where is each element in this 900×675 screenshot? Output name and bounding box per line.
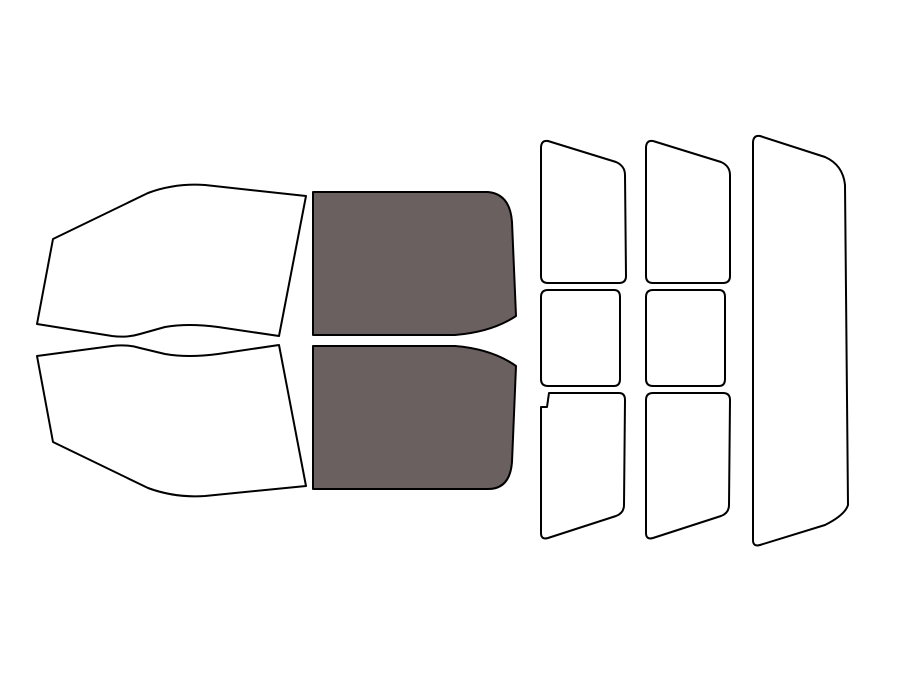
rear-left-door-window[interactable] bbox=[312, 191, 517, 336]
rear-upper-left-window[interactable] bbox=[540, 139, 627, 284]
rear-upper-right-window[interactable] bbox=[645, 139, 731, 284]
rear-right-door-window[interactable] bbox=[312, 345, 517, 490]
rear-windshield[interactable] bbox=[752, 134, 849, 547]
rear-lower-left-window[interactable] bbox=[540, 392, 626, 540]
rear-middle-left-window[interactable] bbox=[540, 289, 621, 387]
rear-middle-right-window[interactable] bbox=[645, 289, 726, 387]
front-right-door-window[interactable] bbox=[36, 344, 307, 498]
rear-lower-right-window[interactable] bbox=[645, 392, 731, 540]
front-left-door-window[interactable] bbox=[36, 183, 307, 338]
